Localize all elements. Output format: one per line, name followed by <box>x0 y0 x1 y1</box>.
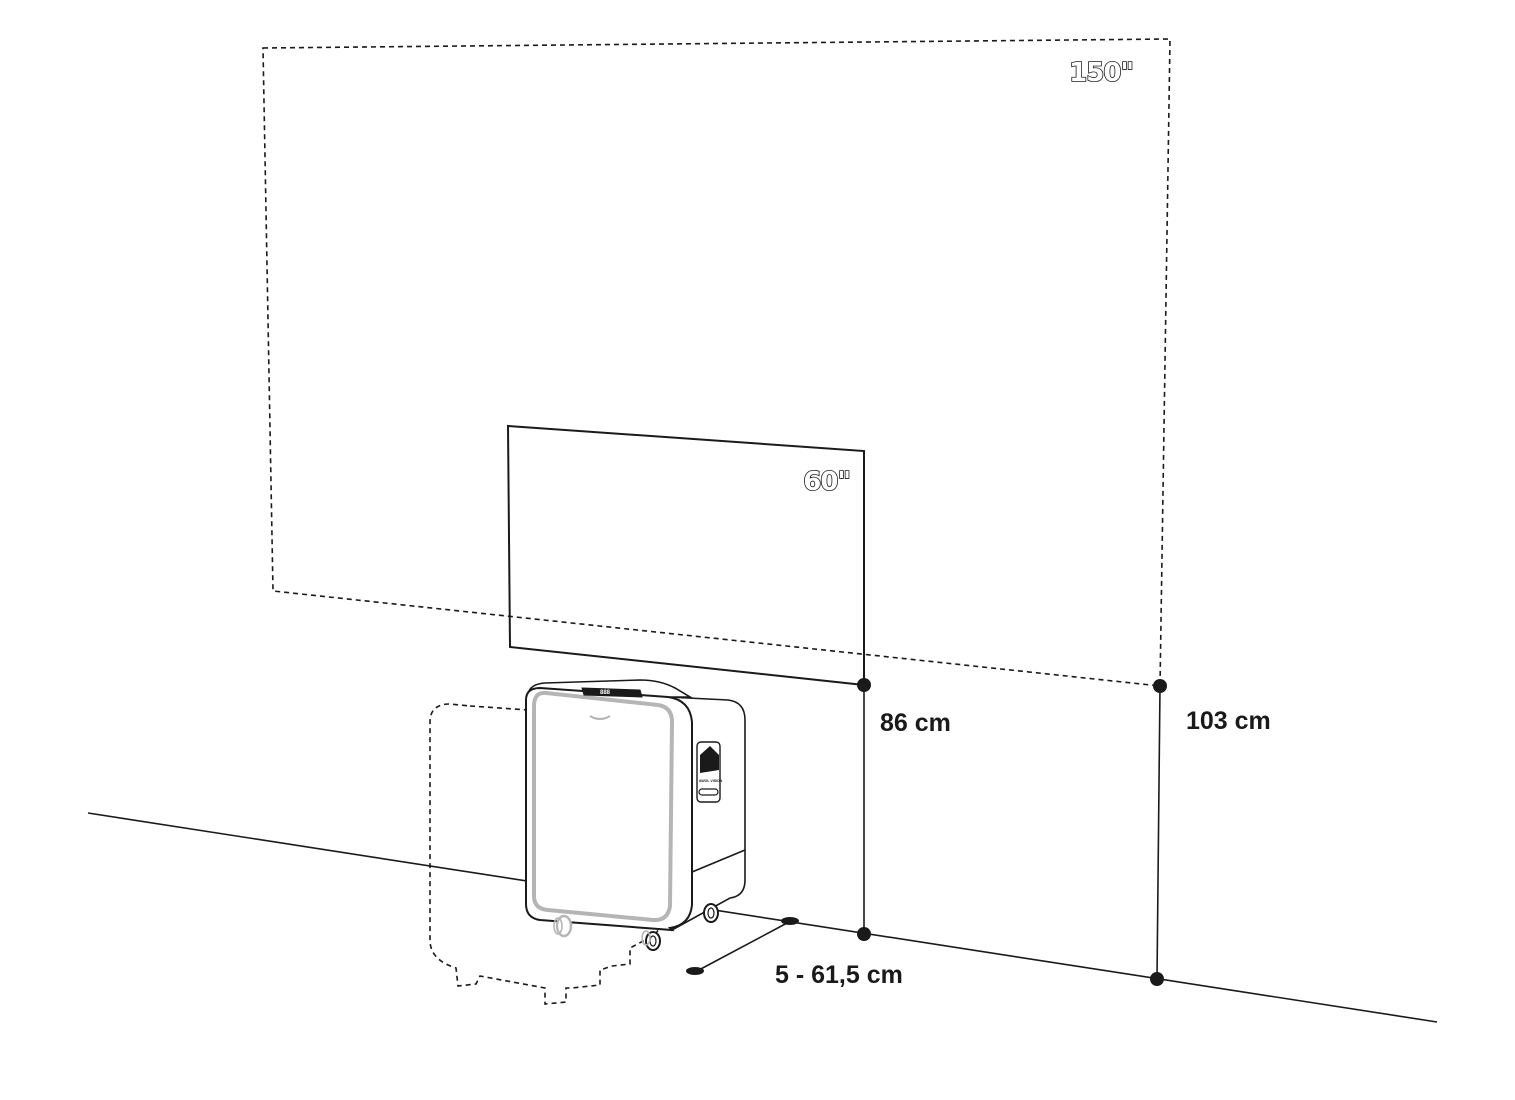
floor-line <box>87 812 1438 1023</box>
large-screen-bottom-dot <box>1153 679 1167 693</box>
small-screen-outline <box>506 424 865 687</box>
throw-distance-dimension <box>686 917 799 975</box>
large-screen-outline <box>262 38 1171 687</box>
brand-logo-icon <box>700 746 719 773</box>
large-height-dimension <box>1150 679 1167 986</box>
wheel-front-right <box>645 931 661 951</box>
throw-distance-label: 5 - 61,5 cm <box>775 961 903 989</box>
wheel-rear <box>703 903 719 923</box>
large-screen-height-label: 103 cm <box>1186 707 1271 735</box>
small-screen-size-label: 60" <box>803 467 850 497</box>
display-readout: 888 <box>600 690 611 696</box>
small-floor-dot <box>857 927 871 941</box>
control-panel <box>581 687 643 698</box>
projector-near-position: 888 AWOL VISION <box>525 679 746 951</box>
small-height-dimension <box>857 678 871 941</box>
large-screen-size-label: 150" <box>1069 58 1133 88</box>
brand-name: AWOL VISION <box>699 779 723 783</box>
small-screen-height-label: 86 cm <box>880 709 951 737</box>
large-floor-dot <box>1150 972 1164 986</box>
small-screen-bottom-dot <box>857 678 871 692</box>
